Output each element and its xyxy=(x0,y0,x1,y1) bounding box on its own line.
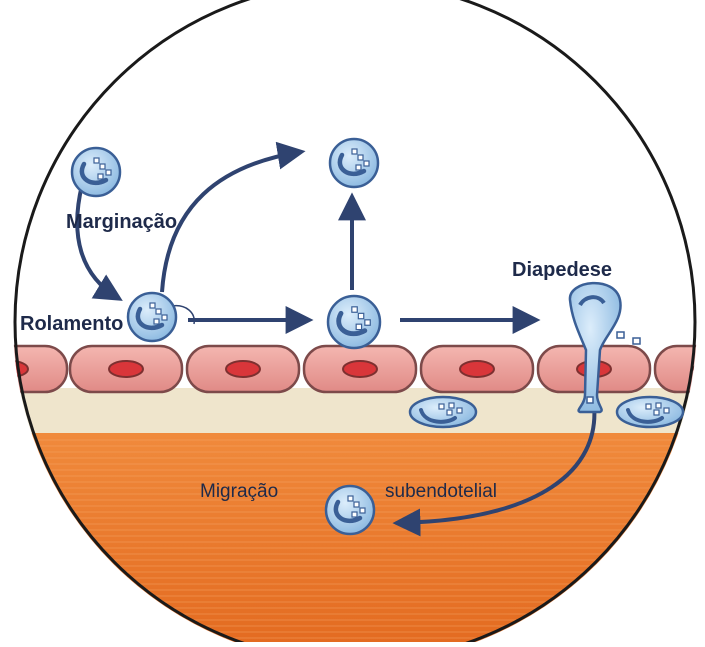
nucleus-icon xyxy=(0,361,28,377)
label-diapedesis: Diapedese xyxy=(512,259,612,281)
leukocyte-flattened-2 xyxy=(617,397,683,427)
leukocyte-icon xyxy=(328,296,380,348)
leukocyte-icon xyxy=(326,486,374,534)
granule-icon xyxy=(356,165,361,170)
granule-icon xyxy=(360,508,365,513)
granule-icon xyxy=(664,408,669,413)
granule-icon xyxy=(352,307,357,312)
granule-icon xyxy=(364,161,369,166)
endothelial-cell-icon xyxy=(421,346,533,392)
granule-icon xyxy=(154,319,159,324)
granule-icon xyxy=(356,324,361,329)
granule-icon xyxy=(162,315,167,320)
granule-icon xyxy=(457,408,462,413)
leukocyte-marginating xyxy=(72,148,120,196)
granule-icon xyxy=(358,313,363,318)
endothelial-cell-icon xyxy=(70,346,182,392)
granule-icon xyxy=(98,174,103,179)
granule-icon xyxy=(633,338,640,344)
leukocyte-flattened-1 xyxy=(410,397,476,427)
granule-icon xyxy=(587,397,593,403)
endothelial-cell-icon xyxy=(187,346,299,392)
endothelial-cell-body xyxy=(655,346,705,392)
nucleus-icon xyxy=(109,361,143,377)
granule-icon xyxy=(439,404,444,409)
leukocyte-released xyxy=(330,139,378,187)
label-margination: Marginação xyxy=(66,211,177,233)
granule-icon xyxy=(348,496,353,501)
nucleus-icon xyxy=(694,361,705,377)
granule-icon xyxy=(617,332,624,338)
granule-icon xyxy=(447,410,452,415)
granule-icon xyxy=(352,512,357,517)
granule-icon xyxy=(365,320,370,325)
granule-icon xyxy=(156,309,161,314)
label-migration: Migração xyxy=(200,481,278,502)
endothelial-cell-icon xyxy=(655,346,705,392)
granule-icon xyxy=(656,403,661,408)
granule-icon xyxy=(354,502,359,507)
nucleus-icon xyxy=(226,361,260,377)
nucleus-icon xyxy=(460,361,494,377)
granule-icon xyxy=(646,404,651,409)
granule-icon xyxy=(106,170,111,175)
endothelial-cell-icon xyxy=(0,346,67,392)
leukocyte-icon xyxy=(72,148,120,196)
granule-icon xyxy=(654,410,659,415)
granule-icon xyxy=(449,403,454,408)
leukocyte-icon xyxy=(128,293,176,341)
granule-icon xyxy=(150,303,155,308)
granule-icon xyxy=(94,158,99,163)
label-subendothelial: subendotelial xyxy=(385,481,497,502)
leukocyte-migrating xyxy=(326,486,374,534)
label-rolling: Rolamento xyxy=(20,313,123,335)
granule-icon xyxy=(352,149,357,154)
leukocyte-icon xyxy=(330,139,378,187)
granule-icon xyxy=(100,164,105,169)
leukocyte-adhering xyxy=(328,296,380,348)
leukocyte-rolling xyxy=(128,293,176,341)
endothelial-cell-icon xyxy=(304,346,416,392)
endothelial-cell-body xyxy=(0,346,67,392)
granule-icon xyxy=(358,155,363,160)
nucleus-icon xyxy=(343,361,377,377)
